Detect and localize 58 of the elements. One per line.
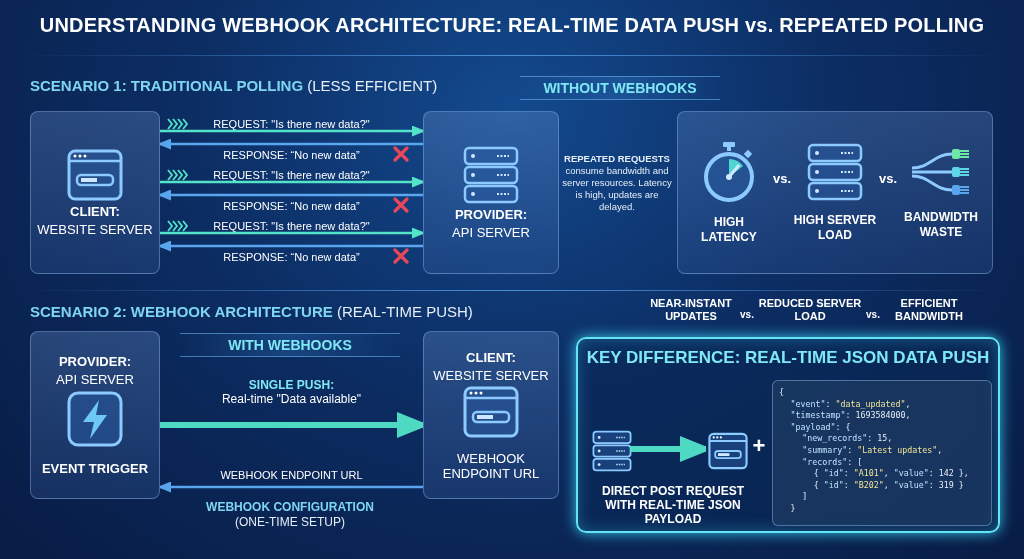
node-label: WEBHOOK ENDPOINT URL (441, 450, 541, 481)
benefit-label: EFFICIENT BANDWIDTH (894, 297, 964, 323)
node-label: API SERVER (452, 224, 530, 240)
metric-label: BANDWIDTH WASTE (903, 209, 979, 240)
provider-card (423, 111, 559, 274)
drawbacks-panel (677, 111, 993, 274)
code-line: ] (801, 491, 809, 503)
node-label: WEBSITE SERVER (433, 367, 549, 383)
browser-window-icon (708, 430, 748, 472)
edge-label: REQUEST: "Is there new data?" (212, 219, 371, 233)
server-rack-icon (592, 428, 632, 474)
provider-card (30, 331, 160, 499)
node-heading: CLIENT: (70, 203, 120, 219)
node-label: API SERVER (56, 372, 134, 387)
versus-label: vs. (878, 171, 898, 186)
code-line: { "id": "B202", "value": 319 } (812, 479, 965, 492)
note-text: REPEATED REQUESTS consume bandwidth and server resources. Latency is high, updates are delayed. (561, 153, 673, 213)
code-line: "summary": "Latest updates", (801, 444, 944, 457)
edge-label: RESPONSE: “No new data” (222, 148, 361, 162)
edge-label: SINGLE PUSH: Real-time "Data available" (220, 378, 363, 406)
edge-label: REQUEST: "Is there new data?" (212, 117, 371, 131)
node-label: WEBSITE SERVER (37, 221, 153, 237)
edge-label: RESPONSE: “No new data” (222, 199, 361, 213)
versus-label: vs. (772, 171, 792, 186)
panel-heading: KEY DIFFERENCE: REAL-TIME JSON DATA PUSH (585, 348, 991, 368)
section-heading: SCENARIO 1: TRADITIONAL POLLING (LESS EFFICIENT) (30, 77, 439, 94)
versus-label: vs. (739, 309, 755, 320)
section-banner: WITHOUT WEBHOOKS (520, 76, 720, 100)
benefit-label: REDUCED SERVER LOAD (758, 297, 862, 323)
client-card (423, 331, 559, 499)
json-code-block (772, 380, 992, 526)
code-line: } (789, 502, 797, 515)
panel-caption: DIRECT POST REQUEST WITH REAL-TIME JSON PAYLOAD (601, 484, 745, 526)
section-banner: WITH WEBHOOKS (180, 333, 400, 357)
metric-label: HIGH LATENCY (700, 214, 758, 245)
versus-label: vs. (865, 309, 881, 320)
client-card (30, 111, 160, 274)
note-text: WEBHOOK CONFIGURATION (ONE-TIME SETUP) (205, 500, 375, 530)
benefit-label: NEAR-INSTANT UPDATES (649, 297, 733, 323)
edge-label: WEBHOOK ENDPOINT URL (219, 468, 364, 482)
code-line: "records": [ (801, 456, 864, 469)
node-heading: PROVIDER: (454, 206, 528, 222)
node-label: EVENT TRIGGER (41, 461, 149, 476)
node-heading: CLIENT: (466, 349, 516, 365)
edge-label: REQUEST: "Is there new data?" (212, 168, 371, 182)
metric-label: HIGH SERVER LOAD (793, 212, 877, 243)
diagram-title: UNDERSTANDING WEBHOOK ARCHITECTURE: REAL-TIME DATA PUSH vs. REPEATED POLLING (38, 14, 986, 37)
edge-label: RESPONSE: “No new data” (222, 250, 361, 264)
section-heading: SCENARIO 2: WEBHOOK ARCHITECTURE (REAL-TIME PUSH) (30, 303, 474, 320)
code-line: { (779, 387, 785, 399)
key-difference-panel (576, 337, 1000, 533)
code-line: "payload": { (789, 421, 852, 434)
plus-sign: + (751, 433, 767, 459)
code-line: "timestamp": 1693584000, (789, 410, 912, 422)
code-line: "new_records": 15, (801, 433, 894, 445)
node-heading: PROVIDER: (58, 354, 132, 369)
code-line: "event": "data_updated", (789, 398, 912, 411)
code-line: { "id": "A101", "value": 142 }, (812, 468, 970, 480)
